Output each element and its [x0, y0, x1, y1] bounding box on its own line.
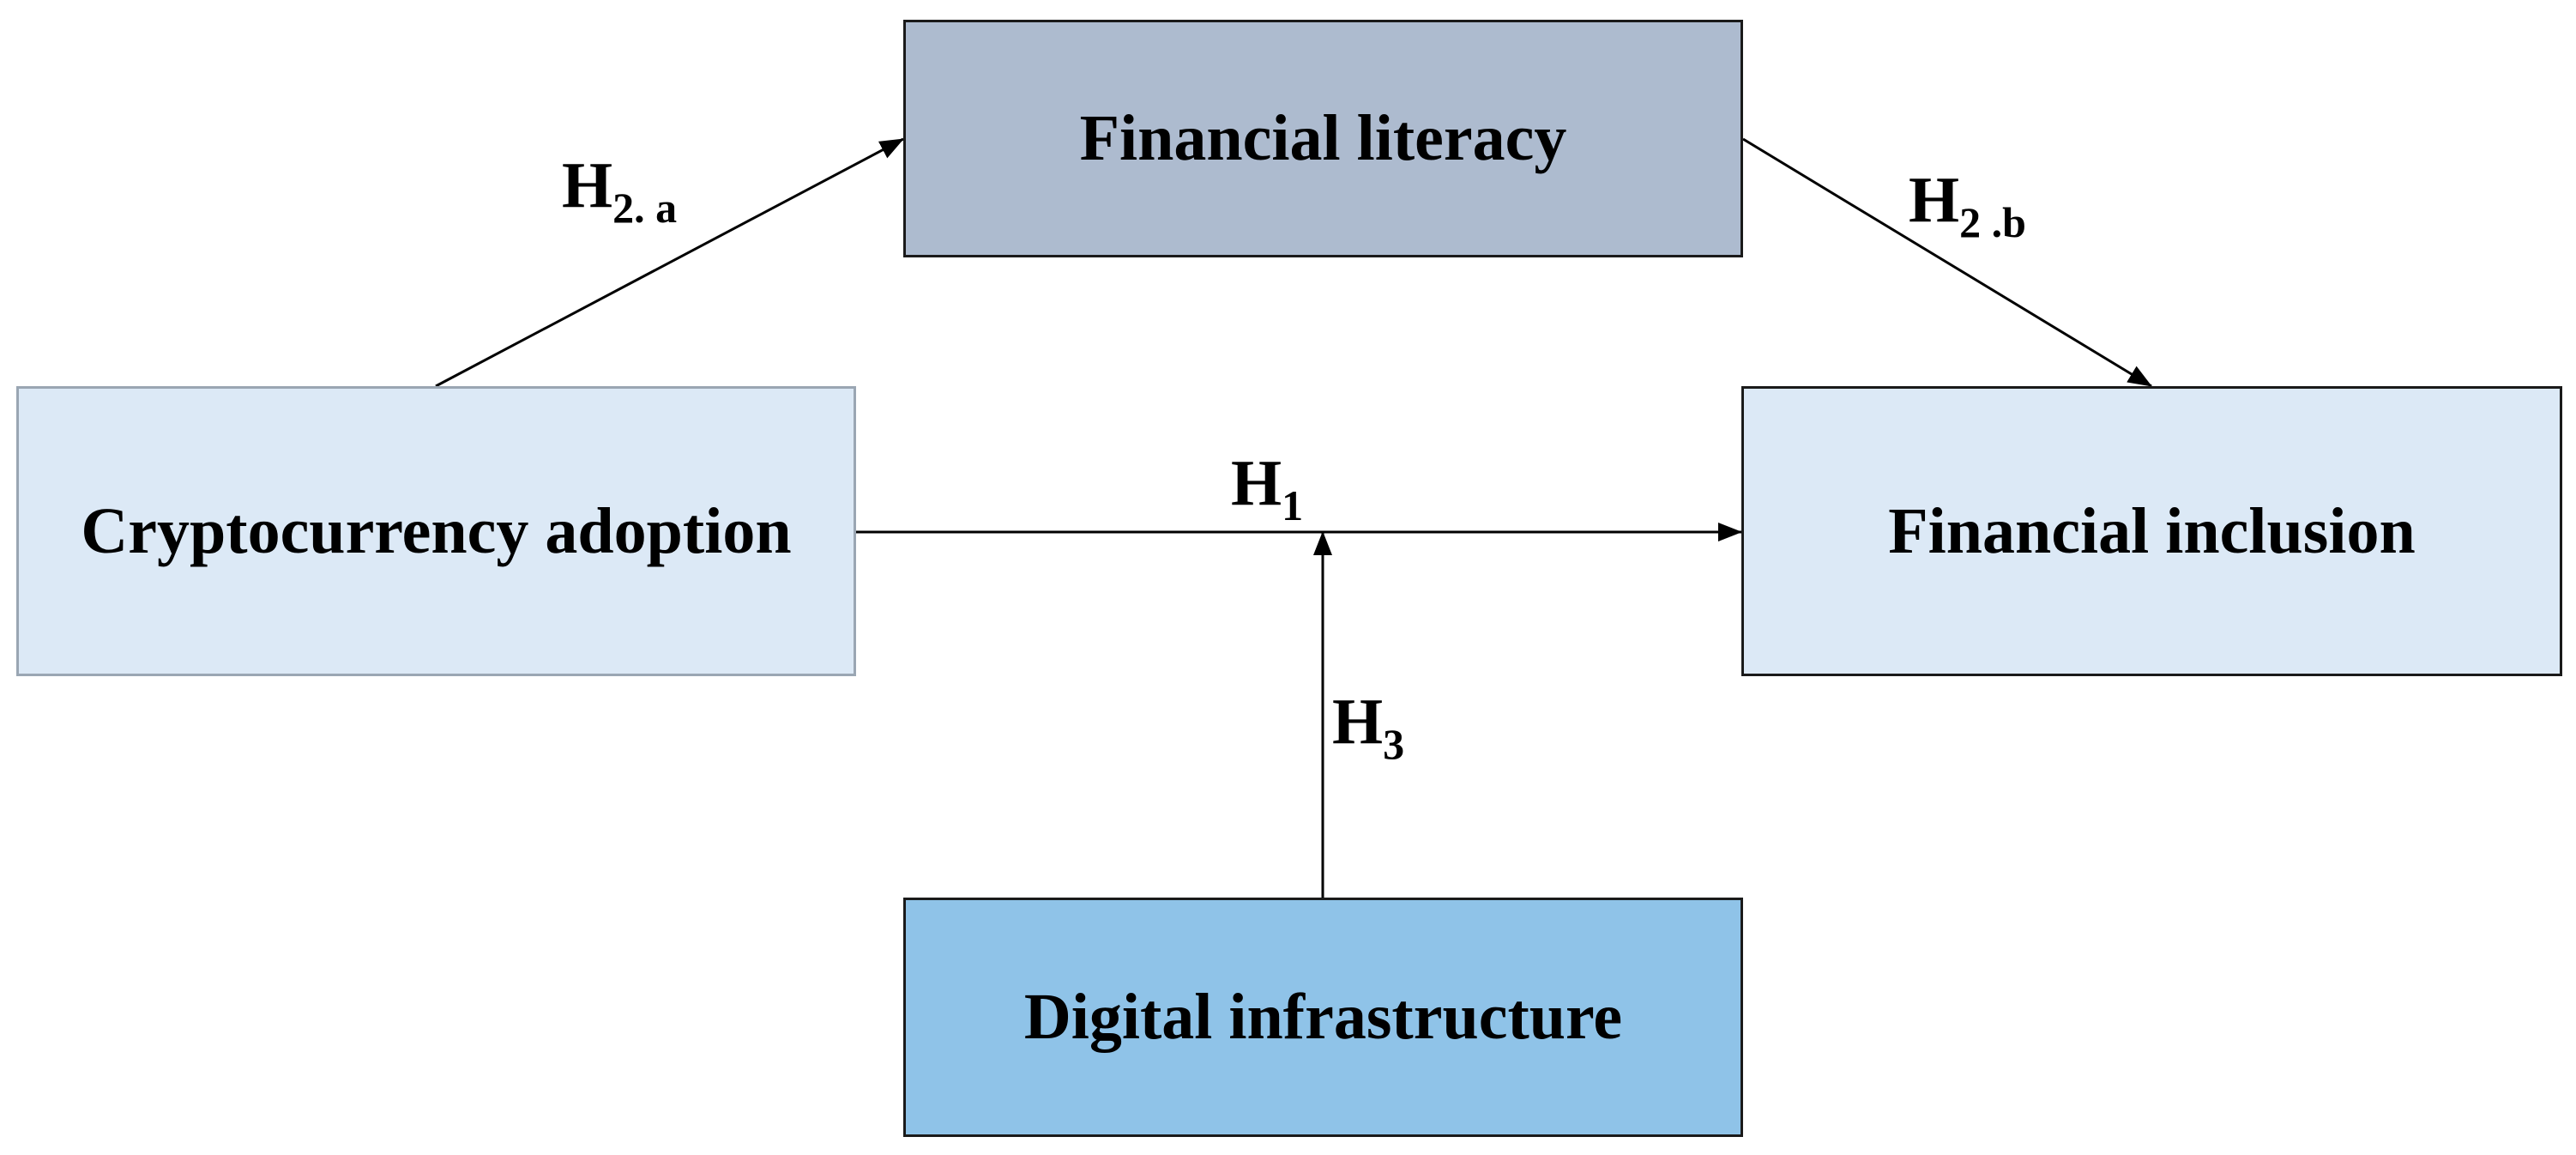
financial-inclusion-box: Financial inclusion: [1741, 386, 2562, 676]
hypothesis-h1-label: H1: [1231, 451, 1303, 527]
hypothesis-h1-sub: 1: [1282, 481, 1304, 529]
digital-infrastructure-box: Digital infrastructure: [903, 898, 1743, 1137]
hypothesis-h2a-main: H: [562, 149, 613, 221]
hypothesis-h2b-main: H: [1909, 164, 1960, 236]
hypothesis-h2b-sub: 2 .b: [1959, 198, 2026, 246]
hypothesis-h2a-sub: 2. a: [612, 184, 678, 232]
hypothesis-h3-sub: 3: [1383, 720, 1405, 768]
financial-inclusion-label: Financial inclusion: [1888, 494, 2416, 567]
hypothesis-h2b-label: H2 .b: [1909, 164, 2026, 244]
hypothesis-h2a-label: H2. a: [562, 153, 677, 229]
hypothesis-h1-main: H: [1231, 447, 1282, 519]
financial-literacy-box: Financial literacy: [903, 20, 1743, 257]
digital-infrastructure-label: Digital infrastructure: [1023, 981, 1623, 1053]
cryptocurrency-adoption-box: Cryptocurrency adoption: [16, 386, 856, 676]
cryptocurrency-adoption-label: Cryptocurrency adoption: [81, 494, 792, 567]
hypothesis-h3-label: H3: [1332, 689, 1404, 765]
financial-literacy-label: Financial literacy: [1079, 102, 1567, 174]
hypothesis-h3-main: H: [1332, 686, 1384, 758]
